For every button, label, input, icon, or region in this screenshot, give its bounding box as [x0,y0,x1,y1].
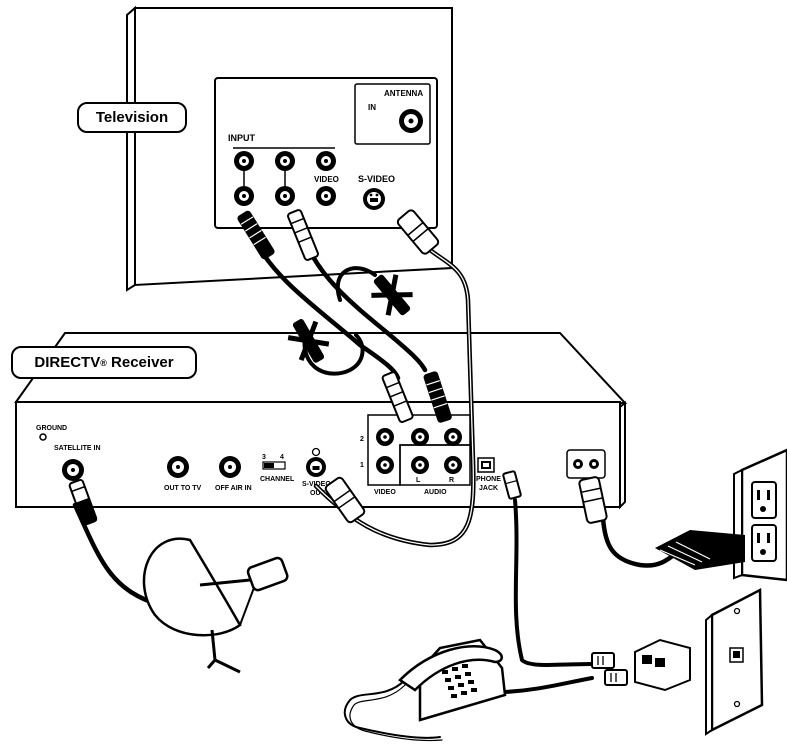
power-wall-plug [655,530,745,570]
receiver-rca-row-1[interactable] [376,456,462,474]
satellite-in-label: SATELLITE IN [54,445,101,452]
tv-rca-plug-left [237,210,275,260]
receiver-rca-plug-left [381,371,414,423]
ground-label: GROUND [36,425,67,432]
phone-cord-plug [502,470,522,500]
receiver-rca-plug-right [423,371,452,423]
tv-video-label: VIDEO [314,175,339,184]
out-to-tv-jack[interactable] [167,456,189,478]
tv-rca-row-bottom[interactable] [234,186,336,206]
s-video-out-indicator-icon [311,447,321,457]
out-to-tv-label: OUT TO TV [164,485,202,492]
antenna-in-jack[interactable] [399,109,423,133]
tv-s-video-label: S-VIDEO [358,174,395,184]
row-1-label: 1 [360,462,364,469]
row-2-label: 2 [360,436,364,443]
satellite-in-jack[interactable] [62,459,84,481]
telephone-keypad-icon [442,664,477,698]
audio-r-label: R [449,477,454,484]
tv-input-label: INPUT [228,133,256,143]
audio-l-label: L [416,477,421,484]
receiver-s-video-plug [324,476,366,524]
phone-plug-lower [604,669,628,686]
off-air-in-label: OFF AIR IN [215,485,252,492]
outlet-socket-lower-icon[interactable] [751,524,777,562]
power-cord-plug [578,476,608,524]
television-callout-label: Television [95,109,169,126]
lnb-icon [246,556,289,592]
channel-label: CHANNEL [260,476,295,483]
receiver-callout-brand: DIRECTV [34,354,101,371]
off-air-in-jack[interactable] [219,456,241,478]
television-callout: Television [77,102,187,133]
phone-jack[interactable] [477,457,495,473]
channel-4-label: 4 [280,454,284,461]
tv-s-video-jack[interactable] [363,188,385,210]
tv-rca-row-top[interactable] [234,151,336,171]
phone-plug-upper [591,652,615,669]
receiver-callout: DIRECTV® Receiver [11,346,197,379]
phone-wall-plate [705,587,764,736]
s-video-out-label-2: OUT [310,490,326,497]
telephone [398,638,507,722]
s-video-out-jack[interactable] [306,457,326,477]
audio-output-frame [399,444,471,486]
receiver-rca-row-2[interactable] [376,428,462,446]
power-outlet [733,448,787,582]
phone-splitter [634,638,691,692]
antenna-label: ANTENNA [384,89,423,98]
receiver-audio-label: AUDIO [424,489,447,496]
power-inlet[interactable] [566,449,606,479]
ground-screw-icon[interactable] [39,433,47,441]
phone-jack-label-2: JACK [479,485,498,492]
receiver-video-label: VIDEO [374,489,396,496]
phone-jack-label: PHONE [476,476,501,483]
channel-3-label: 3 [262,454,266,461]
satellite-dish [142,537,289,674]
receiver-callout-suffix: Receiver [106,354,174,371]
unused-plug-x-upper [371,274,413,316]
outlet-socket-upper-icon[interactable] [751,481,777,519]
registered-mark: ® [100,357,107,368]
unused-plug-x-lower [287,319,330,363]
tv-s-video-plug [396,209,440,255]
television: ANTENNA IN INPUT VIDEO S-VIDEO [126,5,453,292]
antenna-label-in: IN [368,103,376,112]
tv-rca-plug-right [287,209,319,261]
satellite-coax-plug [68,478,98,526]
